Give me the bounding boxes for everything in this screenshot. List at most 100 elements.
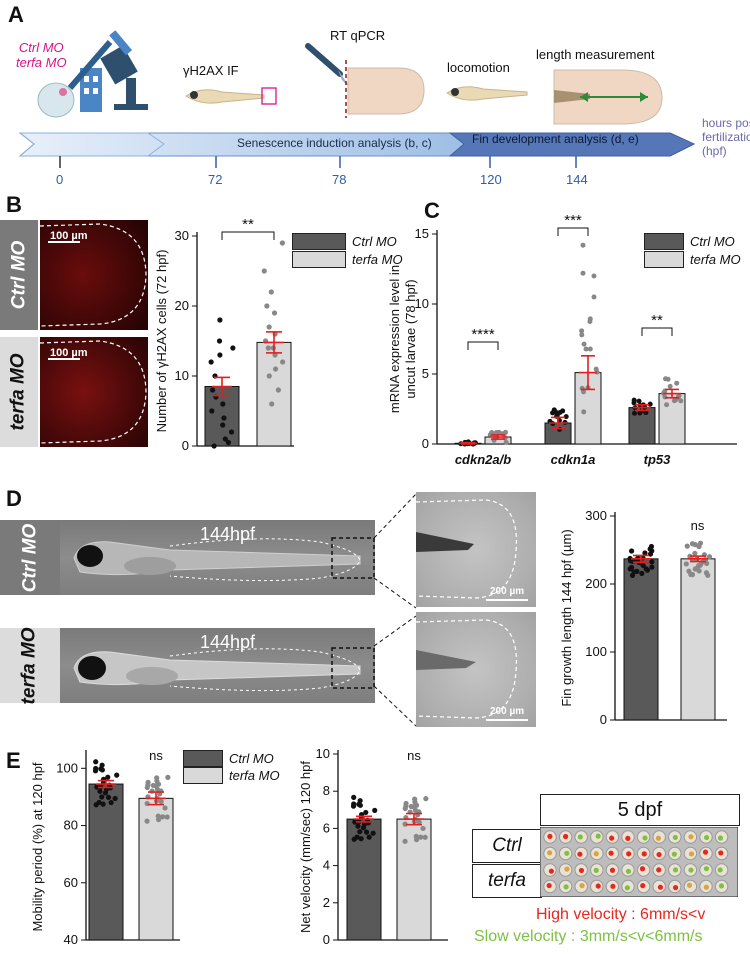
y-tick-label: 0	[323, 932, 330, 947]
larva-track	[640, 883, 646, 889]
data-point	[114, 772, 120, 778]
data-point	[580, 242, 586, 248]
timeline-unit: hours post fertilization (hpf)	[702, 116, 750, 158]
data-point	[642, 550, 648, 556]
y-tick-label: 4	[323, 858, 330, 873]
zoom-connector-lines	[373, 493, 417, 727]
larva-track	[625, 868, 632, 874]
data-point	[667, 383, 673, 389]
y-tick-label: 100	[585, 644, 607, 659]
significance-bracket	[557, 227, 589, 236]
data-point	[683, 561, 689, 567]
injection-setup-illustration	[37, 30, 148, 118]
data-point	[643, 566, 649, 572]
row-label-ctrl-mo-b-text: Ctrl MO	[8, 240, 30, 310]
data-point	[649, 548, 655, 554]
data-point	[649, 564, 655, 570]
larva-track	[547, 850, 553, 856]
data-point	[216, 338, 223, 344]
legend-swatch-terfa-e	[183, 767, 223, 784]
stage-label-ctrl: 144hpf	[200, 524, 256, 544]
slow-velocity-legend: Slow velocity : 3mm/s<v<6mm/s	[474, 928, 703, 945]
data-point	[357, 829, 363, 835]
data-point	[264, 303, 270, 309]
data-point	[363, 809, 369, 816]
category-label: cdkn2a/b	[455, 452, 511, 467]
data-point	[583, 346, 589, 352]
tick-0: 0	[56, 172, 64, 187]
larva-track	[671, 851, 677, 857]
data-point	[162, 805, 168, 811]
category-label: cdkn1a	[551, 452, 596, 467]
data-point	[684, 543, 690, 549]
data-point	[99, 794, 105, 800]
data-point	[102, 790, 109, 796]
y-tick-label: 15	[415, 226, 429, 241]
larva-track	[703, 884, 709, 890]
scalpel-cut-icon	[305, 43, 425, 118]
data-point	[268, 289, 274, 295]
larva-track	[624, 885, 630, 891]
y-axis-label: Number of γH2AX cells (72 hpf)	[154, 250, 169, 433]
larva-image-terfa: 144hpf	[60, 628, 375, 703]
row-label-terfa-mo-d: terfa MO	[0, 627, 60, 704]
data-point	[678, 398, 684, 404]
legend-label-ctrl-c: Ctrl MO	[690, 234, 735, 249]
timeline-label-fin: Fin development analysis (d, e)	[472, 132, 639, 146]
larva-icon-locomotion	[446, 86, 528, 101]
data-point	[154, 778, 160, 784]
data-point	[665, 376, 671, 382]
data-point	[97, 788, 103, 794]
category-label: tp53	[644, 452, 672, 467]
data-point	[149, 788, 155, 794]
data-point	[673, 397, 679, 403]
data-point	[266, 324, 272, 330]
timeline-unit-line-1: hours post	[702, 116, 750, 130]
y-tick-label: 0	[422, 436, 429, 451]
larva-track	[610, 883, 616, 889]
larva-track	[577, 851, 583, 857]
significance-label: **	[651, 312, 663, 329]
legend-label-terfa-c: terfa MO	[690, 252, 741, 267]
significance-label: ***	[564, 214, 582, 229]
plate-row-ctrl-text: Ctrl	[492, 835, 522, 856]
data-point	[164, 814, 170, 820]
data-point	[209, 387, 216, 393]
data-point	[266, 373, 272, 379]
legend-ctrl-c: Ctrl MO	[644, 233, 735, 250]
larva-track	[688, 851, 695, 857]
data-point	[165, 774, 171, 780]
morpholino-labels: Ctrl MO terfa MO	[16, 40, 67, 70]
plate-title-text: 5 dpf	[617, 798, 663, 821]
tick-78: 78	[332, 172, 347, 187]
larva-track	[564, 866, 570, 872]
data-point	[422, 834, 428, 840]
larva-terfa-drawing	[73, 647, 375, 692]
data-point	[627, 566, 633, 572]
data-point	[352, 819, 358, 825]
larva-track	[562, 833, 569, 840]
significance-label: ns	[149, 748, 163, 763]
larva-track	[657, 884, 664, 890]
bar-0	[204, 386, 240, 447]
larva-image-ctrl: 144hpf	[60, 520, 375, 595]
data-point	[413, 833, 419, 839]
y-tick-label: 6	[323, 820, 330, 835]
y-axis-label: Fin growth length 144 hpf (µm)	[559, 529, 574, 706]
larva-track	[577, 834, 583, 840]
data-point	[423, 796, 429, 802]
legend-terfa-b: terfa MO	[292, 251, 403, 268]
data-point	[692, 542, 698, 548]
larva-track	[563, 884, 569, 890]
data-point	[629, 572, 636, 578]
y-tick-label: 80	[64, 818, 78, 833]
data-point	[496, 429, 502, 435]
data-point	[360, 825, 367, 831]
data-point	[674, 380, 680, 386]
data-point	[108, 799, 114, 806]
panel-label-b: B	[6, 192, 22, 217]
panel-label-e: E	[6, 748, 21, 773]
data-point	[640, 562, 646, 569]
legend-swatch-ctrl-e	[183, 750, 223, 767]
step-rtqpcr: RT qPCR	[330, 28, 386, 43]
